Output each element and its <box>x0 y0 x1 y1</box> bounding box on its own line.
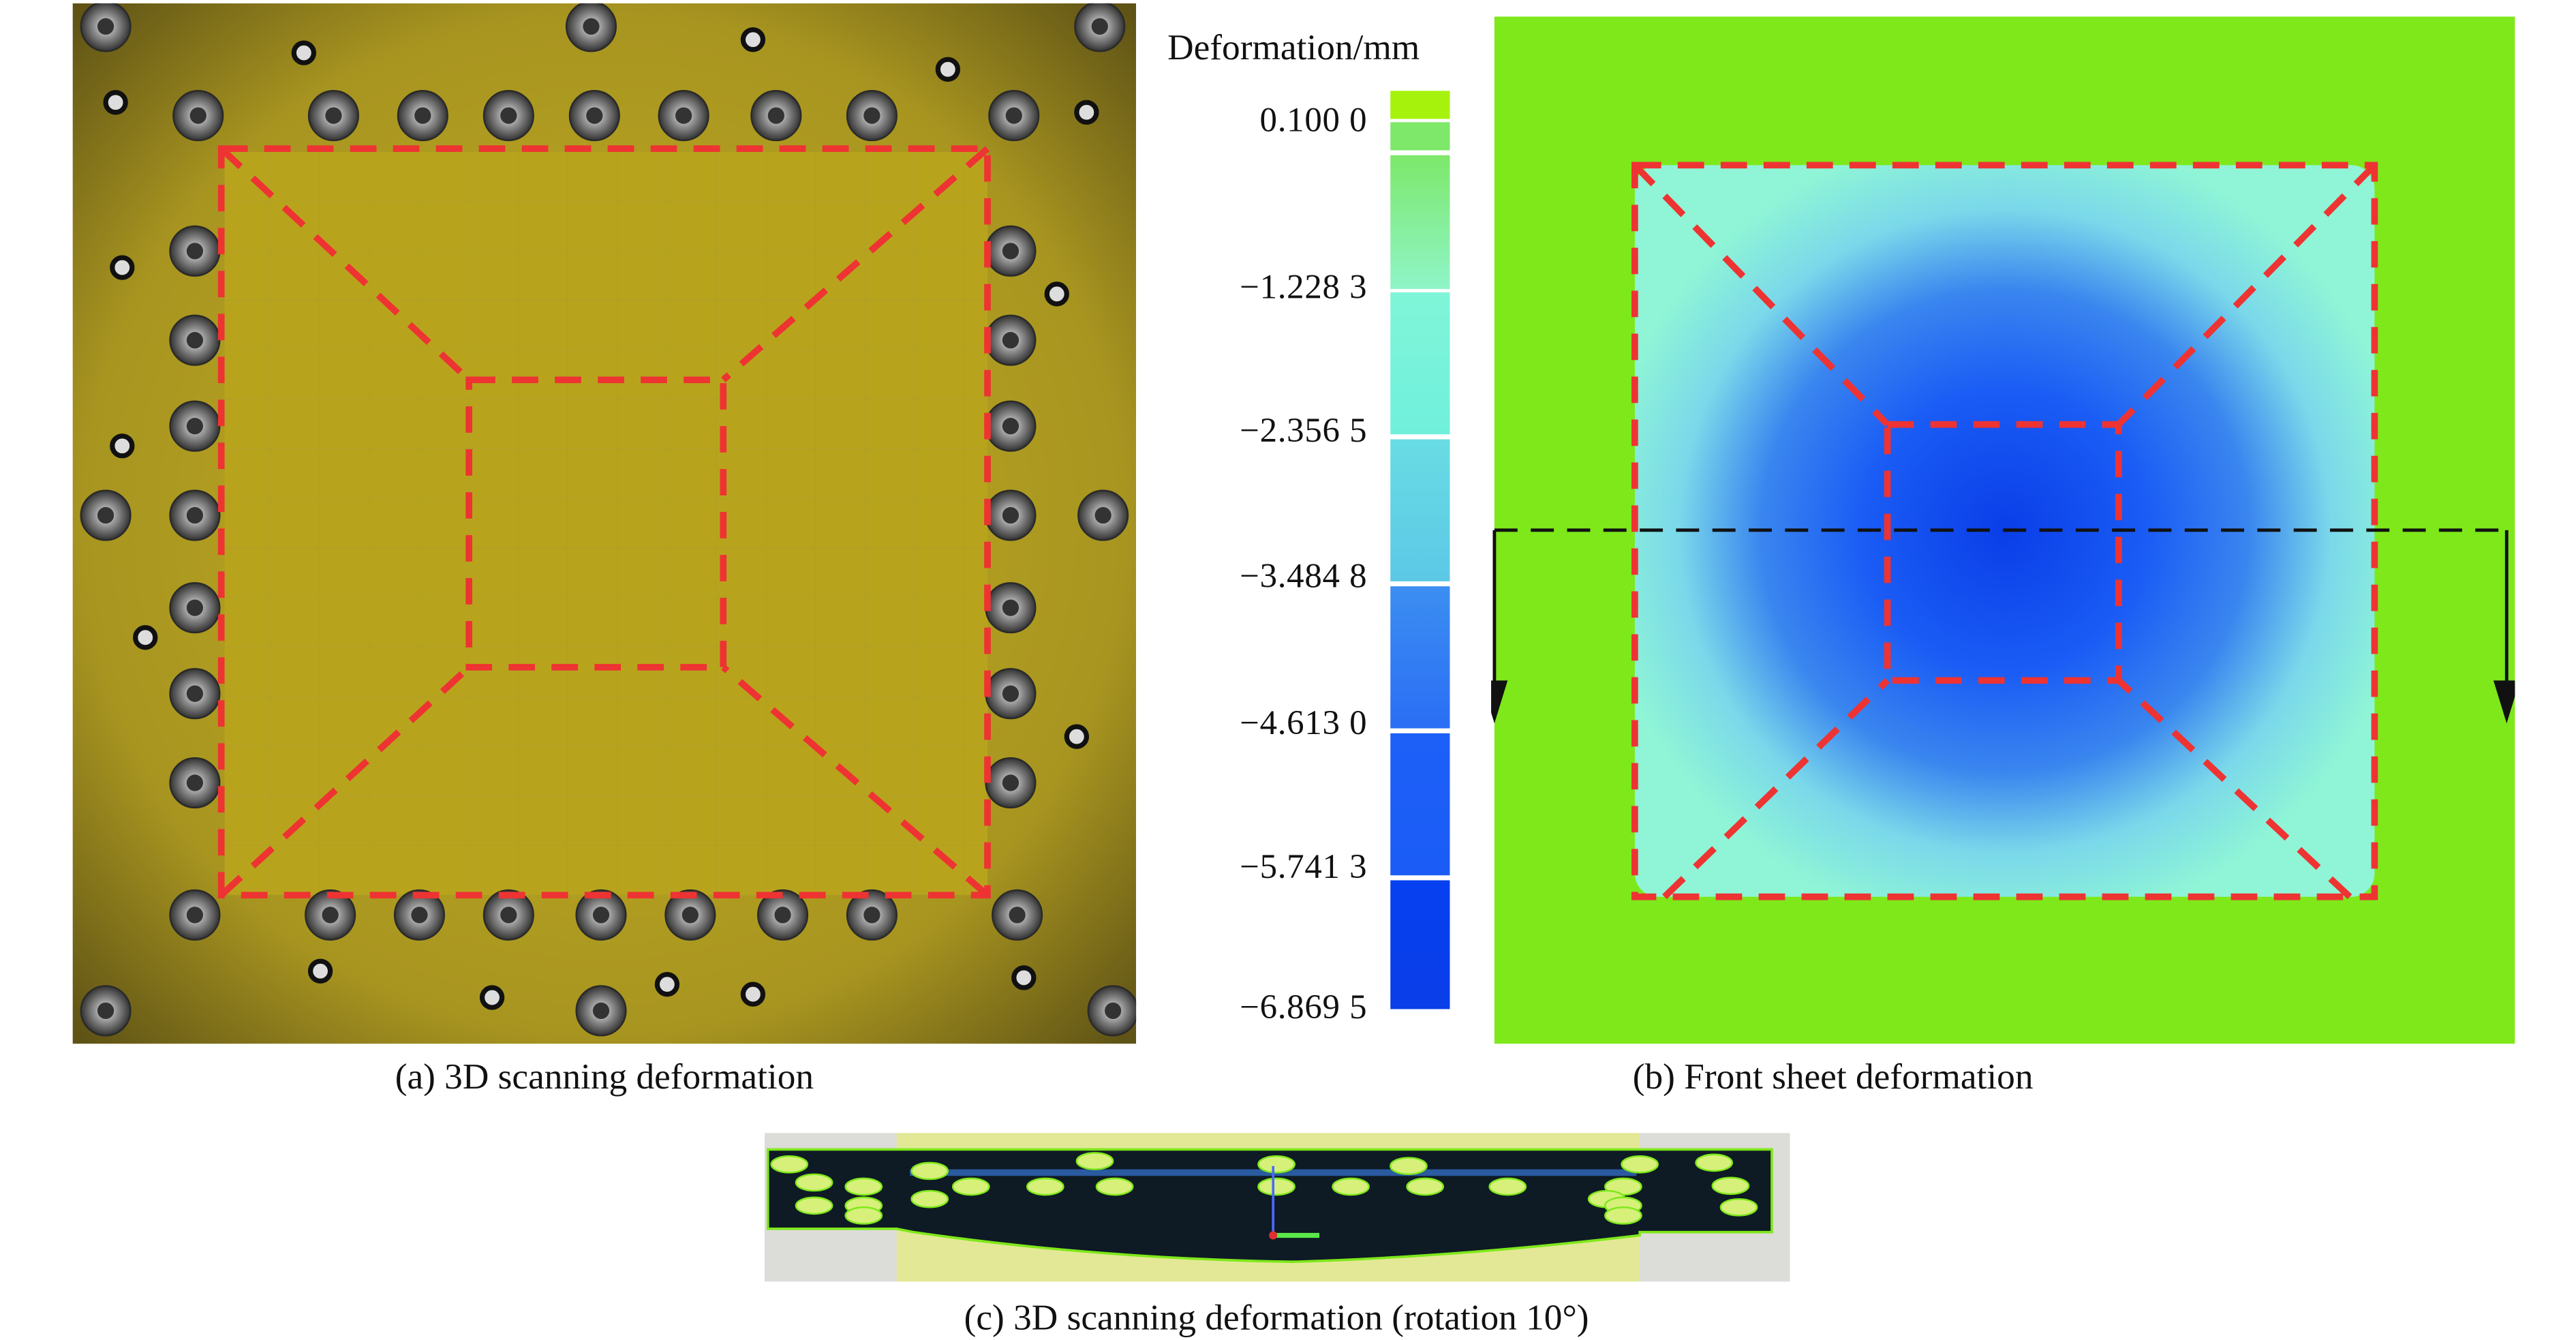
marker-dot-icon <box>1095 1177 1134 1196</box>
marker-dot-icon <box>291 40 317 65</box>
marker-dot-icon <box>1604 1206 1642 1225</box>
marker-dot-icon <box>1257 1155 1295 1174</box>
colorbar-segment <box>1390 880 1450 1009</box>
colorbar-segment <box>1390 586 1450 729</box>
caption-a: (a) 3D scanning deformation <box>395 1055 814 1097</box>
marker-dot-icon <box>951 1177 990 1196</box>
marker-dot-icon <box>770 1155 809 1174</box>
panel-b-front-sheet-map <box>1491 16 2515 1044</box>
colorbar-tick-label: −3.484 8 <box>1240 555 1368 596</box>
marker-dot-icon <box>910 1161 949 1181</box>
marker-dot-icon <box>1257 1177 1295 1196</box>
colorbar-tick-label: −1.228 3 <box>1240 267 1368 307</box>
colorbar-title: Deformation/mm <box>1167 26 1420 68</box>
marker-dot-icon <box>1074 100 1099 125</box>
marker-dot-icon <box>740 27 766 52</box>
colorbar-tick-label: −2.356 5 <box>1240 410 1368 451</box>
marker-dot-icon <box>103 90 128 115</box>
colorbar-tick-label: −6.869 5 <box>1240 986 1368 1026</box>
panel-a-photo <box>72 3 1137 1044</box>
marker-dot-icon <box>935 57 961 82</box>
marker-dot-icon <box>1332 1177 1370 1196</box>
marker-dot-icon <box>1011 965 1037 990</box>
arrow-down-left-icon <box>1491 680 1508 724</box>
colorbar-segment <box>1390 123 1450 151</box>
marker-dot-icon <box>654 971 680 997</box>
colorbar-segment <box>1390 292 1450 436</box>
colorbar-segment <box>1390 440 1450 582</box>
marker-dot-icon <box>1064 724 1090 749</box>
marker-dot-icon <box>1390 1157 1428 1176</box>
marker-dot-icon <box>1044 281 1069 307</box>
marker-dot-icon <box>795 1173 833 1192</box>
colorbar-tick-label: −5.741 3 <box>1240 846 1368 886</box>
marker-dot-icon <box>1075 1152 1114 1170</box>
marker-dot-icon <box>1711 1176 1750 1196</box>
marker-dot-icon <box>133 625 158 650</box>
marker-dot-icon <box>844 1177 883 1196</box>
marker-dot-icon <box>795 1196 833 1215</box>
marker-dot-icon <box>1026 1177 1064 1196</box>
marker-dot-icon <box>844 1206 883 1225</box>
marker-dot-icon <box>1719 1198 1758 1217</box>
marker-dot-icon <box>479 985 505 1010</box>
colorbar-segment <box>1390 91 1450 119</box>
caption-c: (c) 3D scanning deformation (rotation 10… <box>964 1296 1589 1338</box>
colorbar-segment <box>1390 155 1450 288</box>
colorbar-segment <box>1390 733 1450 877</box>
caption-b: (b) Front sheet deformation <box>1632 1055 2034 1097</box>
panel-c-scan-side-view <box>764 1133 1790 1282</box>
marker-dot-icon <box>910 1189 949 1208</box>
arrow-down-right-icon <box>2493 680 2515 724</box>
marker-dot-icon <box>1406 1177 1445 1196</box>
colorbar-tick-label: −4.613 0 <box>1240 703 1368 743</box>
marker-dot-icon <box>1695 1153 1734 1172</box>
marker-dot-icon <box>740 981 766 1007</box>
colorbar <box>1390 91 1450 1009</box>
marker-dot-icon <box>110 433 135 459</box>
marker-dot-icon <box>307 958 333 984</box>
colorbar-tick-label: 0.100 0 <box>1259 100 1368 140</box>
marker-dot-icon <box>1488 1177 1527 1196</box>
marker-dot-icon <box>110 255 135 280</box>
marker-dot-icon <box>1621 1155 1659 1174</box>
